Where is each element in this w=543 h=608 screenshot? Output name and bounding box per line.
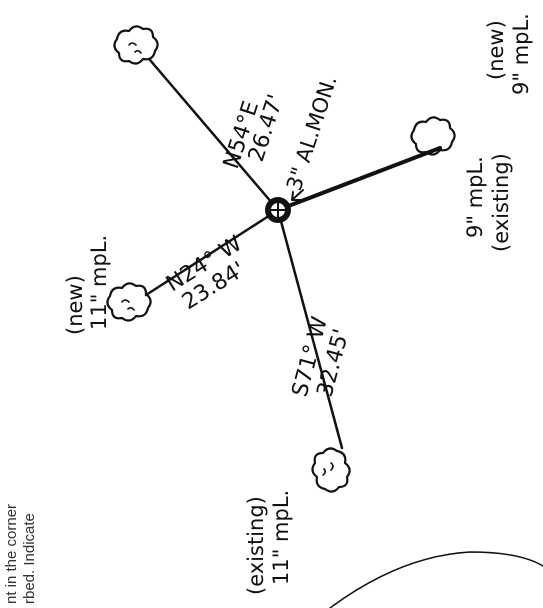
tree-label-ne: 9" mpL. <box>509 13 533 95</box>
tree-label-nw: 11" mpL. <box>87 235 111 330</box>
status-label-ne: (new) <box>484 20 508 80</box>
status-label-se: (existing) <box>489 153 513 252</box>
tree-label-sw: 11" mpL. <box>269 490 293 585</box>
tree-icon <box>311 447 351 493</box>
monument-arrow <box>291 189 304 201</box>
side-text-line-2: rbed. Indicate <box>21 513 38 604</box>
status-label-sw: (existing) <box>244 496 268 595</box>
tie-line-ne <box>148 58 280 212</box>
tree-icon <box>113 25 159 65</box>
monument-label: 3" AL.MON. <box>282 73 342 194</box>
tree-label-se: 9" mpL. <box>463 156 487 238</box>
tie-line-se <box>276 146 442 212</box>
tree-icon <box>410 116 456 156</box>
tie-line-nw <box>144 208 280 297</box>
tie-line-sw <box>276 208 344 450</box>
status-label-nw: (new) <box>63 275 87 335</box>
monument-icon <box>265 197 291 223</box>
side-text-line-1: nt in the corner <box>3 504 20 604</box>
curb-arc <box>329 551 543 608</box>
tree-icon <box>106 282 152 322</box>
